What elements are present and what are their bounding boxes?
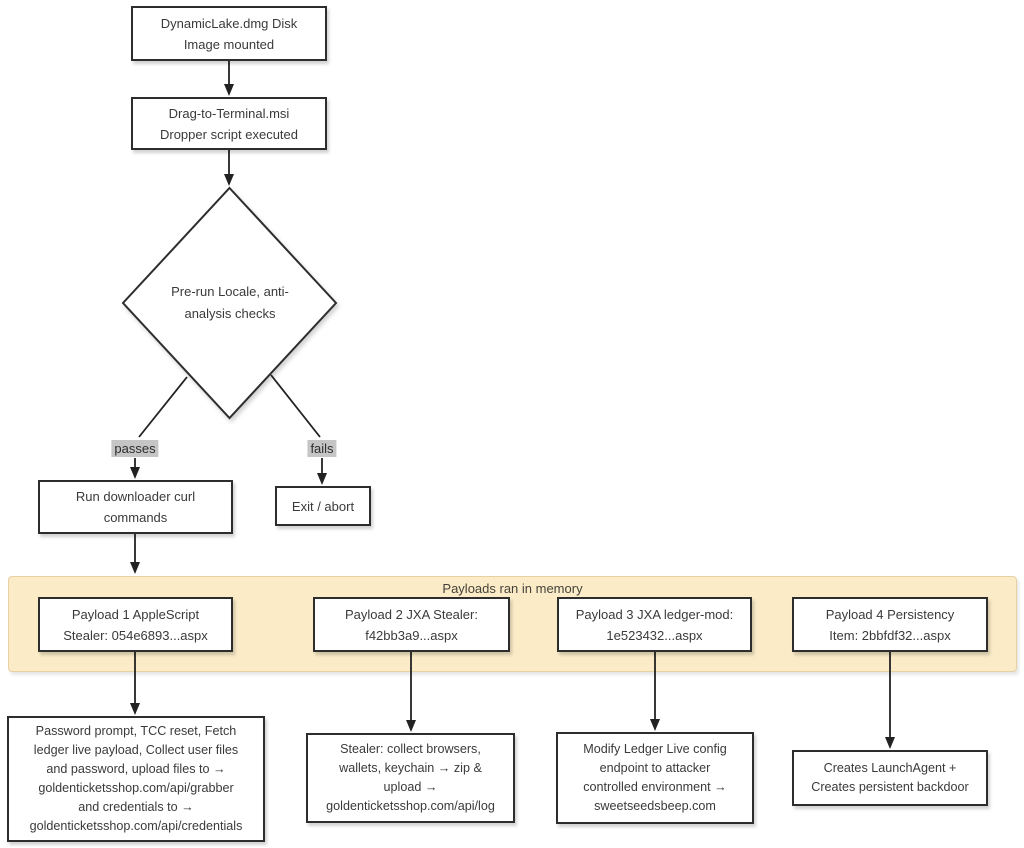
node-payload1-applescript-stealer: Payload 1 AppleScript Stealer: 054e6893.… xyxy=(38,597,233,652)
node-action4-launchagent-backdoor: Creates LaunchAgent + Creates persistent… xyxy=(792,750,988,806)
node-action2-stealer-collect-upload: Stealer: collect browsers, wallets, keyc… xyxy=(306,733,515,823)
decision-diamond-shape xyxy=(121,186,338,420)
node-run-downloader: Run downloader curl commands xyxy=(38,480,233,534)
node-decision-anti-analysis: Pre-run Locale, anti- analysis checks xyxy=(171,284,289,321)
memory-band-title: Payloads ran in memory xyxy=(442,581,583,596)
node-dropper-executed: Drag-to-Terminal.msi Dropper script exec… xyxy=(131,97,327,150)
node-action3-modify-ledger-config: Modify Ledger Live config endpoint to at… xyxy=(556,732,754,824)
node-payload3-jxa-ledger-mod: Payload 3 JXA ledger-mod: 1e523432...asp… xyxy=(557,597,752,652)
edge-decision-to-passes xyxy=(138,376,188,438)
node-exit-abort: Exit / abort xyxy=(275,486,371,526)
edge-decision-to-fails xyxy=(270,374,321,438)
edge-label-fails: fails xyxy=(307,440,337,457)
node-action1-password-prompt-upload: Password prompt, TCC reset, Fetch ledger… xyxy=(7,716,265,842)
node-disk-image-mounted: DynamicLake.dmg Disk Image mounted xyxy=(131,6,327,61)
node-payload4-persistency-item: Payload 4 Persistency Item: 2bbfdf32...a… xyxy=(792,597,988,652)
edge-label-passes: passes xyxy=(111,440,159,457)
node-payload2-jxa-stealer: Payload 2 JXA Stealer: f42bb3a9...aspx xyxy=(313,597,510,652)
